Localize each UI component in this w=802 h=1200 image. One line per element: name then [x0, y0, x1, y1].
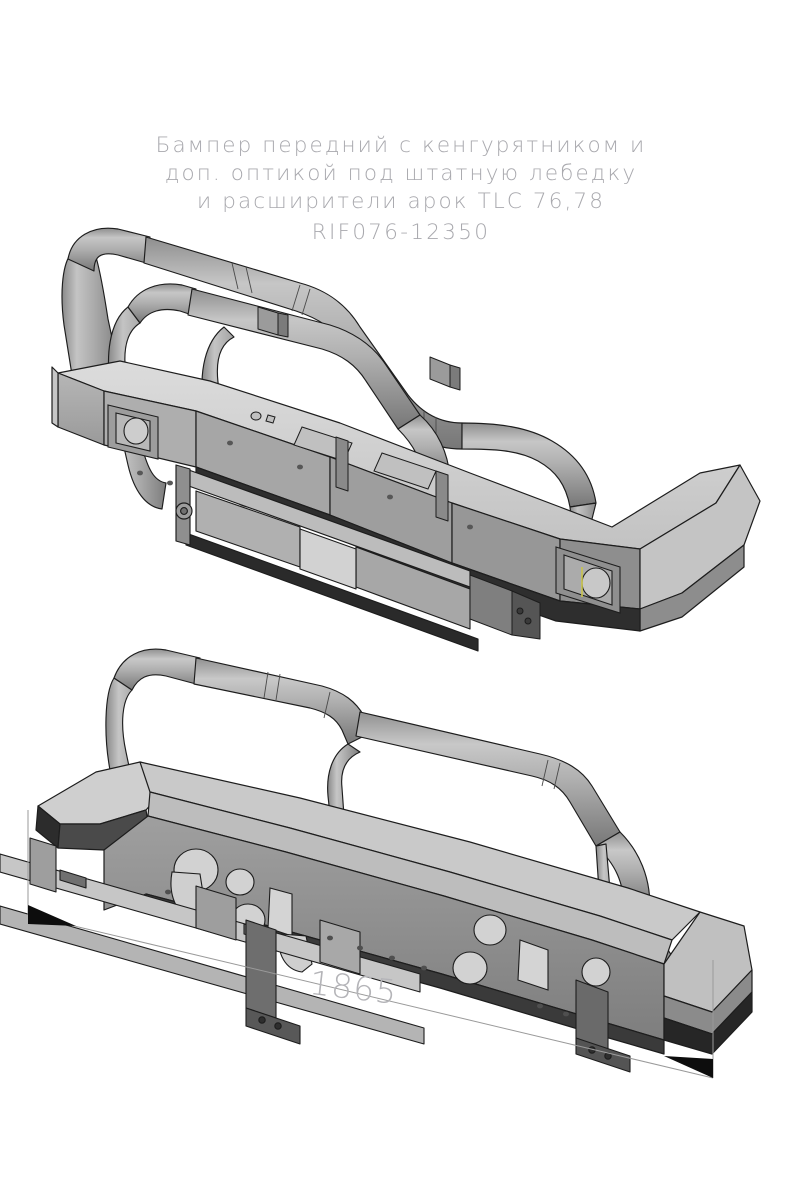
hole-round-3 [473, 914, 507, 946]
hole-shaped-4 [517, 939, 549, 991]
crossmember-slot-a [59, 869, 87, 889]
hole [297, 464, 303, 470]
upper-view-front-isometric [0, 215, 802, 652]
gusset-brackets [335, 436, 541, 640]
dimension-line [27, 914, 714, 1079]
lower-view-rear-isometric [0, 620, 802, 1090]
tube-mounting-tabs [257, 306, 461, 391]
gusset-3-face [511, 590, 541, 640]
gusset-2 [435, 470, 449, 522]
dimension-arrow-left [28, 905, 76, 926]
deck-slot-2 [373, 452, 437, 490]
flange-fastener-holes [165, 889, 569, 1017]
gusset-left-hole-1 [258, 1016, 266, 1024]
hole [467, 524, 473, 530]
crossmember-bracket-c [319, 919, 361, 975]
winch-cradle [175, 464, 479, 652]
crossmember-lower [0, 905, 425, 1045]
hole-round-5 [581, 957, 611, 987]
hole [389, 955, 395, 961]
cradle-center-plate [299, 528, 357, 590]
deck-hole-round-1 [250, 411, 262, 421]
mounting-gussets-rear [245, 919, 631, 1073]
hole [563, 1011, 569, 1017]
crossmember-bracket-a [29, 837, 57, 893]
hole [357, 945, 363, 951]
hole [137, 470, 143, 476]
hole [165, 889, 171, 895]
gusset-1 [335, 436, 349, 492]
hole [421, 965, 427, 971]
deck-hole-small-1 [265, 414, 276, 424]
tab-2-side [449, 364, 461, 391]
hole-round-small-1 [225, 868, 255, 896]
light-lens-left [123, 417, 149, 445]
bumper-body [51, 360, 761, 632]
tube-inner-left-upright [107, 306, 167, 510]
hole [227, 440, 233, 446]
auxiliary-light-housings [107, 404, 621, 614]
tab-1-side [277, 312, 289, 338]
hole [537, 1003, 543, 1009]
gusset-hole-1 [516, 607, 524, 615]
hole [387, 494, 393, 500]
crossmember-bracket-b [195, 885, 237, 941]
tube-weld-seams-rear [263, 671, 561, 790]
hole [167, 480, 173, 486]
fastener-holes [137, 440, 473, 530]
gusset-hole-2 [524, 617, 532, 625]
inner-crossmember [0, 837, 425, 1045]
gusset-left-hole-2 [274, 1022, 282, 1030]
right-wing-end-dark [663, 991, 753, 1055]
bumper-left-endcap [51, 366, 59, 428]
gusset-left-tab [245, 1007, 301, 1045]
hole [327, 935, 333, 941]
hole-round-4 [452, 951, 488, 985]
gusset-right-tab [575, 1037, 631, 1073]
dimension-arrow-right [664, 1056, 713, 1078]
cradle-pin-left-hole [180, 507, 188, 515]
